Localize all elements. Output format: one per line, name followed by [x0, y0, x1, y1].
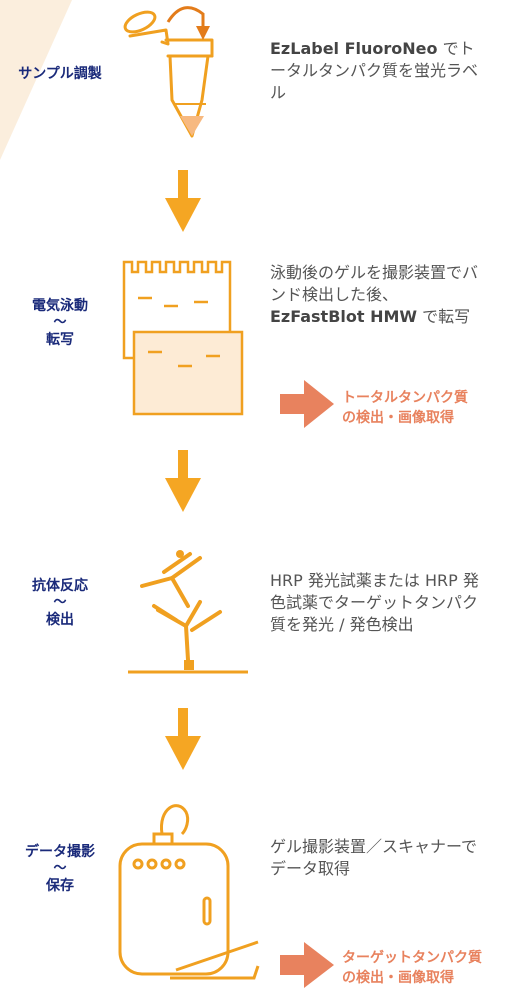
step-description-sample-prep: EzLabel FluoroNeo でトータルタンパク質を蛍光ラベル	[270, 39, 479, 102]
step-label-antibody-reaction: 抗体反応 〜 検出	[32, 578, 88, 628]
result-arrow-total-protein	[280, 380, 334, 428]
step-label-sample-prep: サンプル調製	[18, 66, 102, 82]
step-description-electrophoresis: 泳動後のゲルを撮影装置でバンド検出した後、EzFastBlot HMW で転写	[270, 263, 479, 326]
antibody-icon	[128, 550, 248, 674]
step-label-electrophoresis: 電気泳動 〜 転写	[32, 298, 88, 348]
step-description-data-capture: ゲル撮影装置／スキャナーでデータ取得	[270, 837, 478, 878]
step-description-antibody-reaction: HRP 発光試薬または HRP 発色試薬でターゲットタンパク質を発光 / 発色検…	[270, 571, 479, 634]
imager-scanner-icon	[118, 804, 260, 980]
gel-membrane-icon	[122, 260, 244, 416]
flow-arrow-2	[165, 450, 201, 512]
result-arrow-target-protein	[280, 942, 334, 988]
result-total-protein: トータルタンパク質 の検出・画像取得	[342, 390, 468, 426]
result-target-protein: ターゲットタンパク質 の検出・画像取得	[342, 950, 482, 986]
flow-arrow-1	[165, 170, 201, 232]
step-label-data-capture: データ撮影 〜 保存	[25, 844, 95, 894]
flow-arrow-3	[165, 708, 201, 770]
tube-icon	[123, 6, 214, 138]
